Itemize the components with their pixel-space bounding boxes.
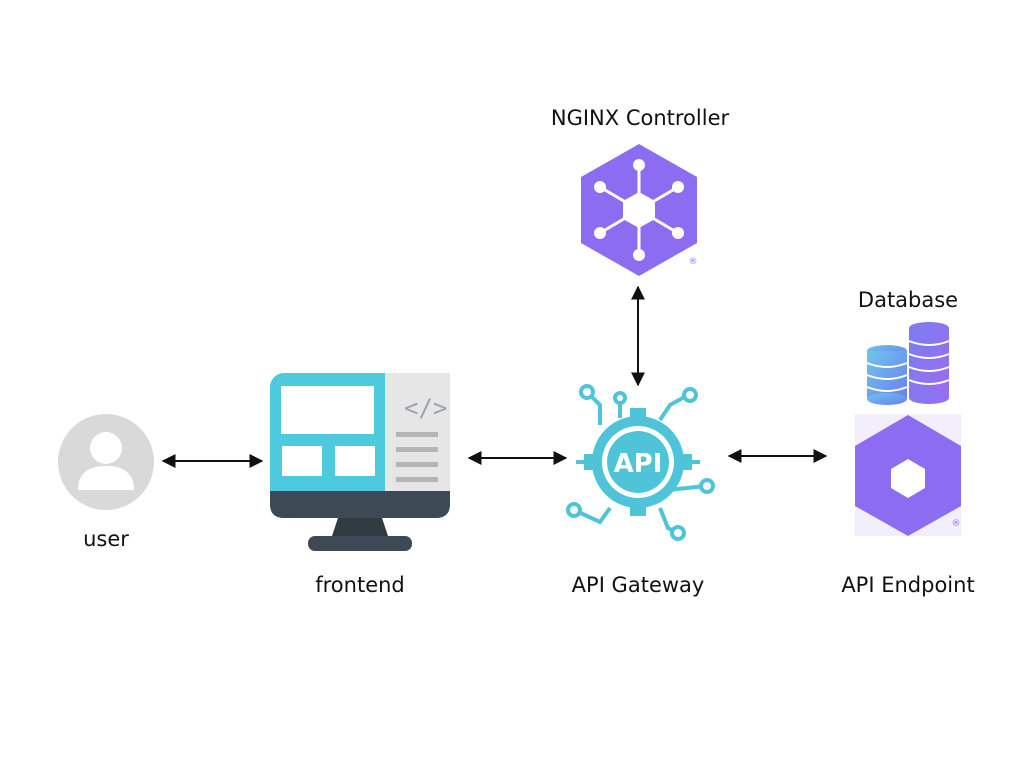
user-label: user — [83, 527, 129, 551]
desktop-monitor-icon: </> — [270, 373, 450, 551]
user-avatar-icon — [58, 414, 154, 510]
frontend-label: frontend — [315, 573, 405, 597]
svg-text:API: API — [614, 449, 663, 479]
database-stack-icon — [866, 322, 950, 405]
svg-text:</>: </> — [404, 394, 447, 422]
database-label: Database — [857, 288, 959, 312]
api-gateway-label: API Gateway — [571, 573, 705, 597]
svg-text:®: ® — [689, 257, 698, 267]
hexagon-network-icon: ® — [581, 144, 698, 276]
hexagon-endpoint-icon: ® — [855, 414, 961, 536]
nginx-controller-label: NGINX Controller — [550, 106, 730, 130]
svg-text:®: ® — [952, 519, 961, 529]
api-endpoint-label: API Endpoint — [841, 573, 975, 597]
api-gear-icon: API — [566, 384, 715, 541]
